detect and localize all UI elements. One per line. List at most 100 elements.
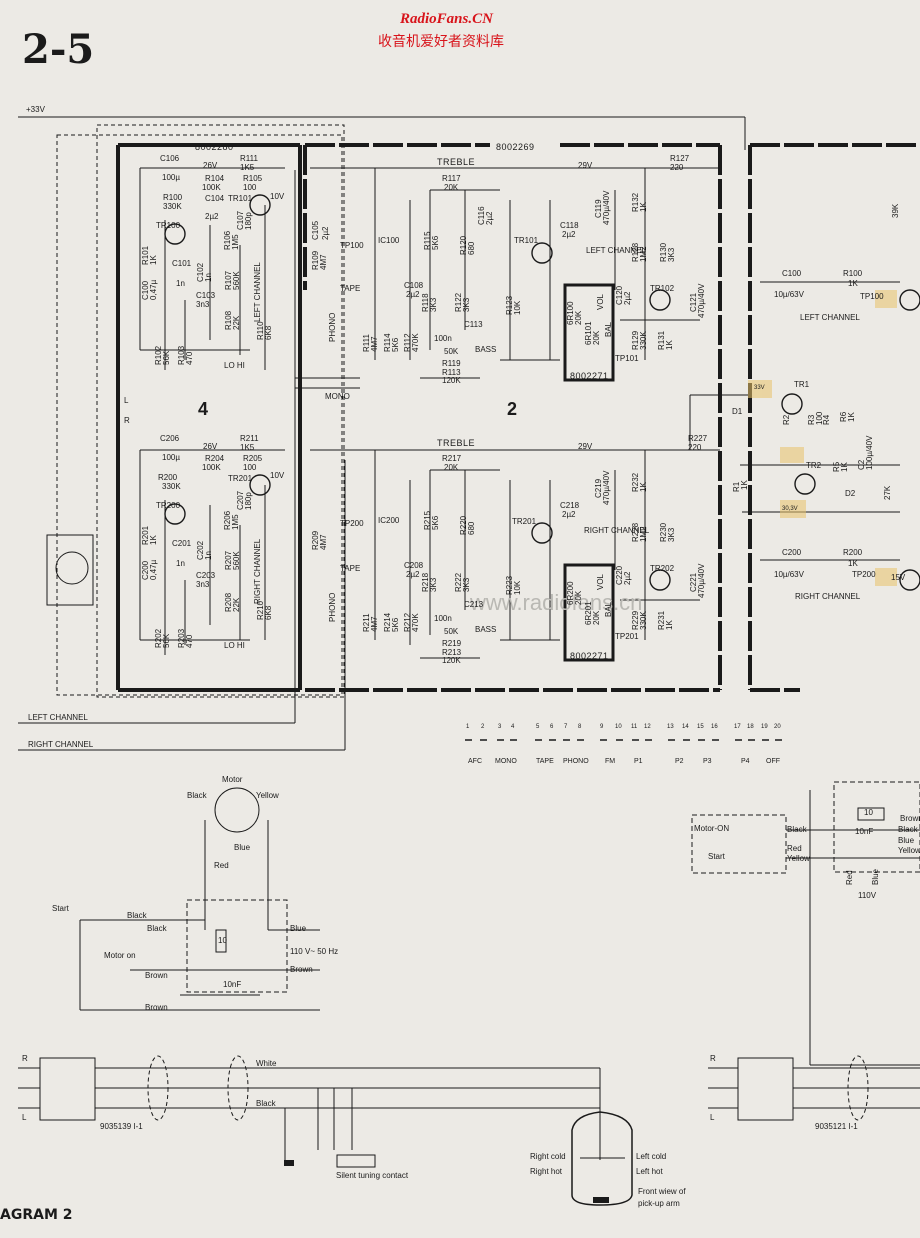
comp-label: 3K3 <box>462 297 471 312</box>
comp-label: 100n <box>434 334 452 343</box>
comp-label: 180p <box>244 492 253 510</box>
comp-label: 1M5 <box>231 234 240 250</box>
comp-label: R219 <box>442 639 462 648</box>
comp-label: R211 <box>240 434 259 443</box>
comp-label: 1K <box>639 202 648 212</box>
comp-label: 470 <box>185 351 194 365</box>
comp-label: 100µ/40V <box>865 435 874 470</box>
cap-right: 10nF <box>855 827 874 836</box>
comp-label: 100µ <box>162 173 180 182</box>
supply-10v-right: 10V <box>270 471 285 480</box>
comp-label: 2µ2 <box>562 230 576 239</box>
comp-label: 2µ2 <box>623 571 632 585</box>
far-left-channel-label: LEFT CHANNEL <box>800 313 860 322</box>
comp-label: R105 <box>243 174 263 183</box>
comp-label: 1K <box>848 559 858 568</box>
comp-label: 4M7 <box>370 336 379 352</box>
comp-label: TP200 <box>852 570 876 579</box>
motor-label: Motor <box>222 775 243 784</box>
comp-label: 20K <box>444 183 459 192</box>
comp-label: D2 <box>845 489 856 498</box>
phono-label-right: PHONO <box>328 592 337 622</box>
preamp-right-channel-label: RIGHT CHANNEL <box>253 538 262 604</box>
comp-label: TR2 <box>806 461 822 470</box>
comp-label: C118 <box>560 221 579 230</box>
far-right-channel-label: RIGHT CHANNEL <box>795 592 861 601</box>
comp-label: 1n <box>204 551 213 560</box>
comp-label: TR202 <box>650 564 675 573</box>
switch-number: 17 <box>734 724 741 730</box>
comp-label: 3K3 <box>429 297 438 312</box>
switch-number: 2 <box>481 724 485 730</box>
comp-label: 220 <box>688 443 702 452</box>
comp-label: 0,47µ <box>149 279 158 300</box>
wire-yellow-right: Yellow <box>787 854 810 863</box>
comp-label: TR200 <box>156 501 181 510</box>
comp-label: 4M7 <box>370 616 379 632</box>
connector-right: 9035121 I-1 <box>815 1122 858 1131</box>
comp-label: 470µ/40V <box>602 190 611 225</box>
comp-label: 470 <box>185 634 194 648</box>
comp-label: 100K <box>202 183 221 192</box>
page-footer: AGRAM 2 <box>0 1207 73 1223</box>
comp-label: R227 <box>688 434 708 443</box>
supply-10v-left: 10V <box>270 192 285 201</box>
comp-label: 1K <box>848 279 858 288</box>
switch-label-off: OFF <box>766 758 780 765</box>
comp-label: R117 <box>442 174 461 183</box>
switch-number: 9 <box>600 724 604 730</box>
comp-label: 1n <box>176 279 185 288</box>
treble-label-right: TREBLE <box>437 438 476 448</box>
comp-label: C105 <box>311 220 320 240</box>
switch-number: 6 <box>550 724 554 730</box>
comp-label: 10µ/63V <box>774 570 804 579</box>
board-code-volume-right: 8002271 <box>570 651 609 661</box>
comp-label: 20K <box>592 610 601 625</box>
comp-label: 560K <box>232 271 241 290</box>
comp-label: TR102 <box>650 284 675 293</box>
comp-label: TP100 <box>340 241 364 250</box>
switch-number: 16 <box>711 724 718 730</box>
comp-label: C213 <box>464 600 484 609</box>
bass-label-right: BASS <box>475 625 497 634</box>
comp-label: 5K6 <box>391 617 400 632</box>
board-code-volume-left: 8002271 <box>570 371 609 381</box>
comp-label: 2µ2 <box>205 212 219 221</box>
comp-label: 1n <box>176 559 185 568</box>
comp-label: 4M7 <box>319 254 328 270</box>
comp-label: 5K6 <box>431 515 440 530</box>
comp-label: 4M7 <box>319 534 328 550</box>
comp-label: TR201 <box>512 517 537 526</box>
comp-label: 100µ <box>162 453 180 462</box>
comp-label: 1n <box>204 273 213 282</box>
supply-26v-right: 26V <box>203 442 218 451</box>
comp-label: 27K <box>883 485 892 500</box>
comp-label: 20K <box>444 463 459 472</box>
comp-label: C106 <box>160 154 180 163</box>
comp-label: 330K <box>163 202 182 211</box>
comp-label: 560K <box>232 551 241 570</box>
comp-label: 3K3 <box>429 577 438 592</box>
comp-label: 20K <box>574 590 583 605</box>
comp-label: 2µ2 <box>562 510 576 519</box>
pickup-wire-white: White <box>256 1059 277 1068</box>
comp-label: C200 <box>782 548 802 557</box>
supply-29v-left: 29V <box>578 161 593 170</box>
switch-label-mono: MONO <box>495 758 517 765</box>
comp-label: 120K <box>442 376 461 385</box>
motor-resistor: 10 <box>218 936 227 945</box>
comp-label: 1M2 <box>639 246 648 262</box>
supply-29v-right: 29V <box>578 442 593 451</box>
comp-label: 1K <box>847 412 856 422</box>
switch-number: 20 <box>774 724 781 730</box>
motor-wire-brown-3: Brown <box>145 1003 168 1012</box>
lohi-label-left: LO HI <box>224 361 245 370</box>
motor-on-label: Motor on <box>104 951 136 960</box>
comp-label: 3n3 <box>196 580 210 589</box>
comp-label: 470µ/40V <box>697 563 706 598</box>
comp-label: R213 <box>442 648 462 657</box>
comp-label: 1M2 <box>639 526 648 542</box>
motor-capacitor: 10nF <box>223 980 242 989</box>
comp-label: R100 <box>163 193 183 202</box>
